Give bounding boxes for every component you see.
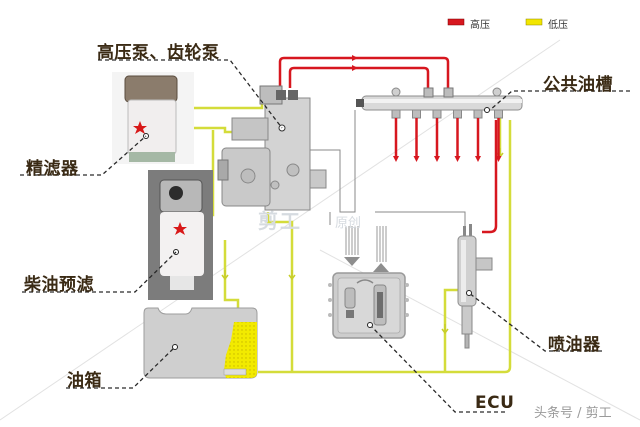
leader-ecu [369,324,505,413]
arrow-icon [352,55,358,61]
rail-outlet-fitting [432,109,442,119]
high-pressure-arrowheads [352,55,358,71]
leader-injector [468,292,602,352]
high-pressure-pump[interactable] [217,85,327,211]
watermark-center-sub: 原创 [335,216,362,231]
legend-low-swatch [525,18,543,26]
legend-high-swatch [447,18,465,26]
fuel-tank[interactable] [143,307,258,379]
rail-outlet-fitting [453,109,462,119]
high-line-pump-to-rail-2 [288,66,430,90]
ecu-output-arrow-icon [373,263,389,272]
arrow-down-icon [413,156,420,162]
wire-injector [375,211,466,232]
wire-pump-sensor [300,149,350,213]
ecu-input-arrow-icon [344,257,360,266]
callout-dots [367,107,490,328]
ecu-unit[interactable] [328,272,409,339]
ecu-wire-bundles [345,226,387,262]
control-wires [232,110,466,232]
low-line-pump-return [266,212,294,268]
rail-outlet-fitting [494,109,503,119]
label-fine-filter: 精滤器 [26,159,79,179]
arrow-down-icon [454,156,461,162]
wire-rail-sensor [340,110,356,213]
fine-filter-image[interactable] [112,72,194,164]
arrow-icon [221,270,229,281]
leader-pump [98,59,283,129]
watermark-center: 剪工 [258,209,302,233]
arrow-down-icon [495,156,502,162]
arrow-down-icon [393,156,399,162]
arrow-down-icon [475,156,481,162]
leader-fine-filter [20,135,147,176]
high-pressure-lines [278,56,498,234]
rail-outlets [391,109,503,162]
label-pre-filter: 柴油预滤 [24,275,94,295]
low-line-fine-filter-in [185,126,232,134]
legend-low-label: 低压 [548,20,568,31]
label-common-rail: 公共油槽 [543,75,613,95]
rail-outlet-fitting [391,109,401,119]
leader-pre-filter [22,251,177,293]
rail-outlet-fitting [473,109,483,119]
low-line-fine-filter-out [185,90,270,110]
high-line-rail-to-injector [482,120,498,234]
callout-leaders [20,59,630,413]
rail-outlet-fitting [412,109,421,119]
label-injector: 喷油器 [548,335,601,355]
high-line-pump-to-rail-1 [278,56,450,90]
pre-filter-image[interactable] [148,170,213,300]
arrow-down-icon [434,156,440,162]
label-pump: 高压泵、齿轮泵 [97,43,220,63]
label-ecu: ECU [475,393,515,413]
common-rail[interactable] [356,87,523,111]
legend-high-label: 高压 [470,20,490,31]
label-tank: 油箱 [67,371,102,391]
arrow-icon [352,65,358,71]
leader-tank [66,346,176,389]
watermark-corner: 头条号 / 剪工 [534,406,612,421]
arrow-icon [441,324,449,335]
injector[interactable] [457,224,493,349]
arrow-icon [288,270,296,281]
low-line-return-main [258,120,512,374]
